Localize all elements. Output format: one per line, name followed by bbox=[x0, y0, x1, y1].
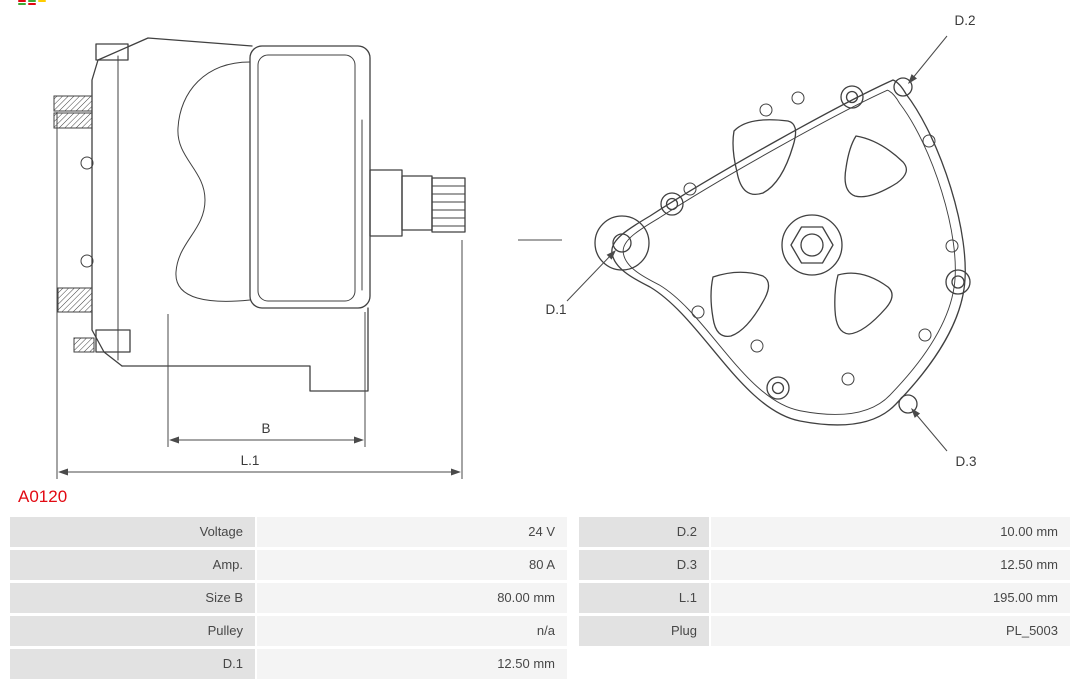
spec-value: 80 A bbox=[257, 550, 567, 580]
stud-bolt bbox=[73, 337, 95, 353]
spec-label: Amp. bbox=[10, 550, 255, 580]
dimension-b-label: B bbox=[261, 421, 270, 436]
stud-bolt bbox=[53, 112, 93, 129]
table-row: D.1 12.50 mm bbox=[10, 649, 1070, 679]
spec-value: PL_5003 bbox=[711, 616, 1070, 646]
spec-value: 12.50 mm bbox=[257, 649, 567, 679]
spec-label: D.1 bbox=[10, 649, 255, 679]
spec-label: D.2 bbox=[579, 517, 709, 547]
spec-label bbox=[579, 649, 709, 679]
hole-d1 bbox=[594, 215, 650, 271]
table-row: Voltage 24 V D.2 10.00 mm bbox=[10, 517, 1070, 547]
stud-bolt bbox=[57, 287, 93, 313]
spec-label: D.3 bbox=[579, 550, 709, 580]
small-holes bbox=[683, 91, 959, 386]
spec-label: Plug bbox=[579, 616, 709, 646]
dimension-l1: L.1 bbox=[56, 112, 463, 479]
side-view-drawing bbox=[53, 37, 466, 392]
stud-bolt bbox=[53, 95, 93, 112]
d1-label: D.1 bbox=[545, 302, 566, 317]
spec-value: 10.00 mm bbox=[711, 517, 1070, 547]
label-d1: D.1 bbox=[518, 239, 616, 317]
rear-view-drawing bbox=[594, 77, 971, 426]
table-row: Amp. 80 A D.3 12.50 mm bbox=[10, 550, 1070, 580]
spec-label: Voltage bbox=[10, 517, 255, 547]
spec-label: L.1 bbox=[579, 583, 709, 613]
hole-d2 bbox=[893, 77, 913, 97]
technical-drawing: B L.1 bbox=[53, 13, 977, 479]
spec-table: Voltage 24 V D.2 10.00 mm Amp. 80 A D.3 … bbox=[10, 517, 1070, 679]
dimension-b: B bbox=[167, 312, 366, 447]
brand-logo bbox=[18, 0, 46, 5]
dimension-l1-label: L.1 bbox=[241, 453, 260, 468]
spec-label: Size B bbox=[10, 583, 255, 613]
spec-value: 12.50 mm bbox=[711, 550, 1070, 580]
spec-value bbox=[711, 649, 1070, 679]
part-number: A0120 bbox=[18, 487, 68, 506]
d3-label: D.3 bbox=[955, 454, 976, 469]
spec-value: 195.00 mm bbox=[711, 583, 1070, 613]
ringed-hole bbox=[660, 85, 971, 400]
spec-value: 24 V bbox=[257, 517, 567, 547]
spec-label: Pulley bbox=[10, 616, 255, 646]
table-row: Size B 80.00 mm L.1 195.00 mm bbox=[10, 583, 1070, 613]
spec-value: n/a bbox=[257, 616, 567, 646]
label-d2: D.2 bbox=[908, 13, 976, 84]
hole-d3 bbox=[898, 394, 918, 414]
table-row: Pulley n/a Plug PL_5003 bbox=[10, 616, 1070, 646]
d2-label: D.2 bbox=[954, 13, 975, 28]
label-d3: D.3 bbox=[911, 408, 977, 469]
spec-value: 80.00 mm bbox=[257, 583, 567, 613]
shaft-nut bbox=[781, 214, 843, 276]
